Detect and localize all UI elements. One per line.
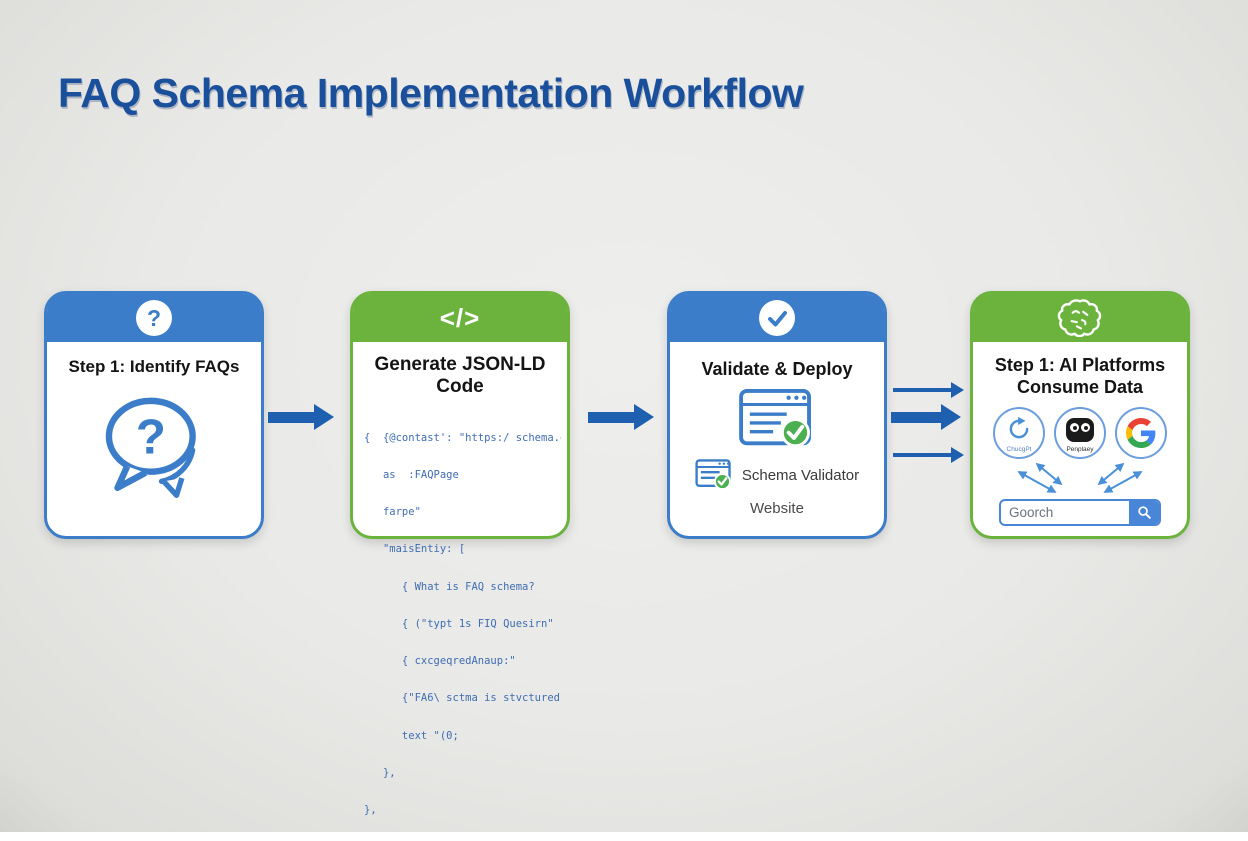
card-generate-header: </>: [353, 294, 567, 342]
schema-validator-row: Schema Validator: [670, 459, 884, 491]
brain-icon: [1057, 299, 1102, 337]
flow-arrow-3-middle: [891, 404, 961, 430]
code-brackets-icon: </>: [439, 302, 481, 333]
code-line: as :FAQPage: [364, 469, 459, 482]
page-title: FAQ Schema Implementation Workflow: [58, 70, 804, 116]
flow-arrow-1: [268, 404, 334, 430]
code-line: { ("typt 1s FIQ Quesirn": [364, 617, 554, 630]
search-input[interactable]: [1001, 501, 1129, 524]
card-identify-faqs: ? Step 1: Identify FAQs ?: [44, 291, 264, 539]
card-identify-title: Step 1: Identify FAQs: [68, 357, 240, 376]
card-identify-header: ?: [47, 294, 261, 342]
search-bar: [999, 499, 1161, 526]
card-ai-title-line1: Step 1: AI Platforms: [994, 355, 1166, 375]
chatgpt-platform-badge: ChucgPt: [993, 407, 1045, 459]
google-platform-badge: [1115, 407, 1167, 459]
code-line: { cxcgeqredAnaup:": [364, 655, 516, 668]
card-ai-title-line2: Consume Data: [1016, 377, 1144, 397]
perplexity-label: Penplaey: [1066, 446, 1094, 453]
owl-icon: [1066, 418, 1094, 442]
code-line: { {@contast': "https:/ schema.org: [364, 431, 561, 444]
magnifier-icon: [1137, 506, 1151, 519]
data-flow-arrows: [1017, 462, 1143, 493]
perplexity-platform-badge: Penplaey: [1054, 407, 1106, 459]
google-g-icon: [1126, 418, 1156, 448]
code-line: },: [364, 766, 396, 779]
svg-text:?: ?: [136, 409, 166, 464]
chat-bubble-question-icon: ?: [105, 397, 196, 498]
code-line: {"FA6\ sctma is stvctured data...: [401, 692, 560, 705]
schema-validator-label: Schema Validator: [741, 466, 860, 484]
card-ai-header: [973, 294, 1187, 342]
code-line: },: [364, 804, 377, 816]
ai-platforms-row: ChucgPt Penplaey: [973, 407, 1187, 459]
code-line: text "(0;: [364, 729, 459, 742]
checkmark-circle-icon: [759, 300, 795, 336]
card-generate-code: </> Generate JSON-LD Code { {@contast': …: [350, 291, 570, 816]
card-validate-header: [670, 294, 884, 342]
card-ai-platforms: Step 1: AI Platforms Consume Data ChucgP…: [970, 291, 1190, 539]
code-line: "maisEntiy: [: [364, 543, 466, 556]
refresh-arrows-icon: [1009, 416, 1029, 439]
card-generate-title: Generate JSON-LD Code: [374, 354, 546, 397]
code-line: farpe": [364, 506, 421, 519]
browser-window-check-icon: [739, 388, 811, 448]
card-validate-title: Validate & Deploy: [701, 359, 853, 379]
json-ld-code-snippet: { {@contast': "https:/ schema.org as :FA…: [364, 407, 561, 841]
search-button[interactable]: [1129, 501, 1159, 524]
website-label: Website: [750, 500, 804, 517]
flow-arrow-3-top: [893, 382, 964, 398]
schema-validator-icon: [695, 459, 731, 491]
flow-arrow-2: [588, 404, 654, 430]
card-validate-deploy: Validate & Deploy: [667, 291, 887, 539]
chatgpt-label: ChucgPt: [1006, 446, 1032, 453]
question-mark-icon: ?: [136, 300, 172, 336]
flow-arrow-3-bottom: [893, 447, 964, 463]
code-line: { What is FAQ schema?: [364, 580, 535, 593]
